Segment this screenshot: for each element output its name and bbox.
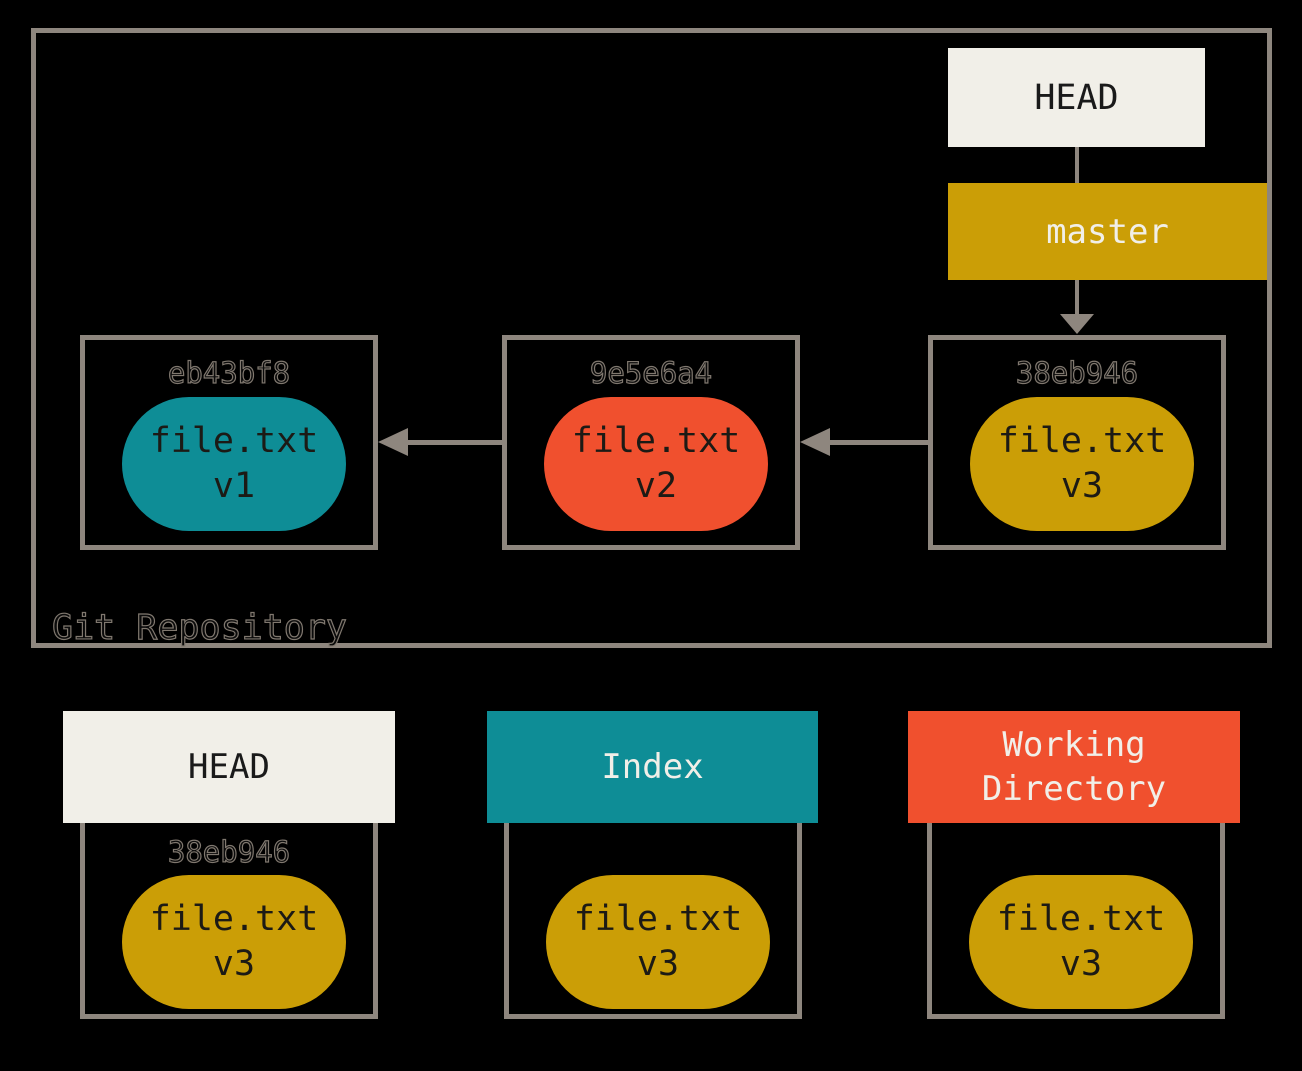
index-tree-header: Index [487, 711, 818, 823]
file-blob: file.txt v3 [969, 875, 1193, 1009]
file-name: file.txt [997, 421, 1167, 461]
arrow-left-icon [378, 428, 408, 456]
file-version: v3 [1059, 944, 1103, 984]
tree-hash: 38eb946 [167, 834, 291, 869]
file-version: v2 [634, 466, 678, 506]
file-version: v3 [636, 944, 680, 984]
commit-hash: 9e5e6a4 [589, 355, 713, 390]
git-repository-label: Git Repository [51, 607, 348, 648]
file-blob: file.txt v2 [544, 397, 768, 531]
master-to-commit-line [1075, 280, 1079, 316]
working-directory-tree-header: Working Directory [908, 711, 1240, 823]
file-name: file.txt [149, 421, 319, 461]
head-tree-header: HEAD [63, 711, 395, 823]
file-blob: file.txt v1 [122, 397, 346, 531]
git-repository-box [31, 28, 1272, 648]
master-branch-box: master [948, 183, 1267, 280]
arrow-left-icon [800, 428, 830, 456]
commit-hash: eb43bf8 [167, 355, 291, 390]
file-name: file.txt [149, 899, 319, 939]
commit-box-38eb946: 38eb946 file.txt v3 [928, 335, 1226, 550]
file-version: v1 [212, 466, 256, 506]
parent-link-line [406, 440, 504, 445]
file-version: v3 [1060, 466, 1104, 506]
parent-link-line [828, 440, 928, 445]
file-name: file.txt [573, 899, 743, 939]
commit-box-9e5e6a4: 9e5e6a4 file.txt v2 [502, 335, 800, 550]
head-to-master-line [1075, 147, 1079, 183]
commit-hash: 38eb946 [1015, 355, 1139, 390]
file-version: v3 [212, 944, 256, 984]
file-blob: file.txt v3 [546, 875, 770, 1009]
arrow-down-icon [1060, 314, 1094, 334]
commit-box-eb43bf8: eb43bf8 file.txt v1 [80, 335, 378, 550]
head-tree-box: 38eb946 file.txt v3 [80, 766, 378, 1019]
working-directory-tree-box: file.txt v3 [927, 766, 1225, 1019]
file-blob: file.txt v3 [970, 397, 1194, 531]
file-name: file.txt [571, 421, 741, 461]
file-blob: file.txt v3 [122, 875, 346, 1009]
file-name: file.txt [996, 899, 1166, 939]
head-pointer-box: HEAD [948, 48, 1205, 147]
